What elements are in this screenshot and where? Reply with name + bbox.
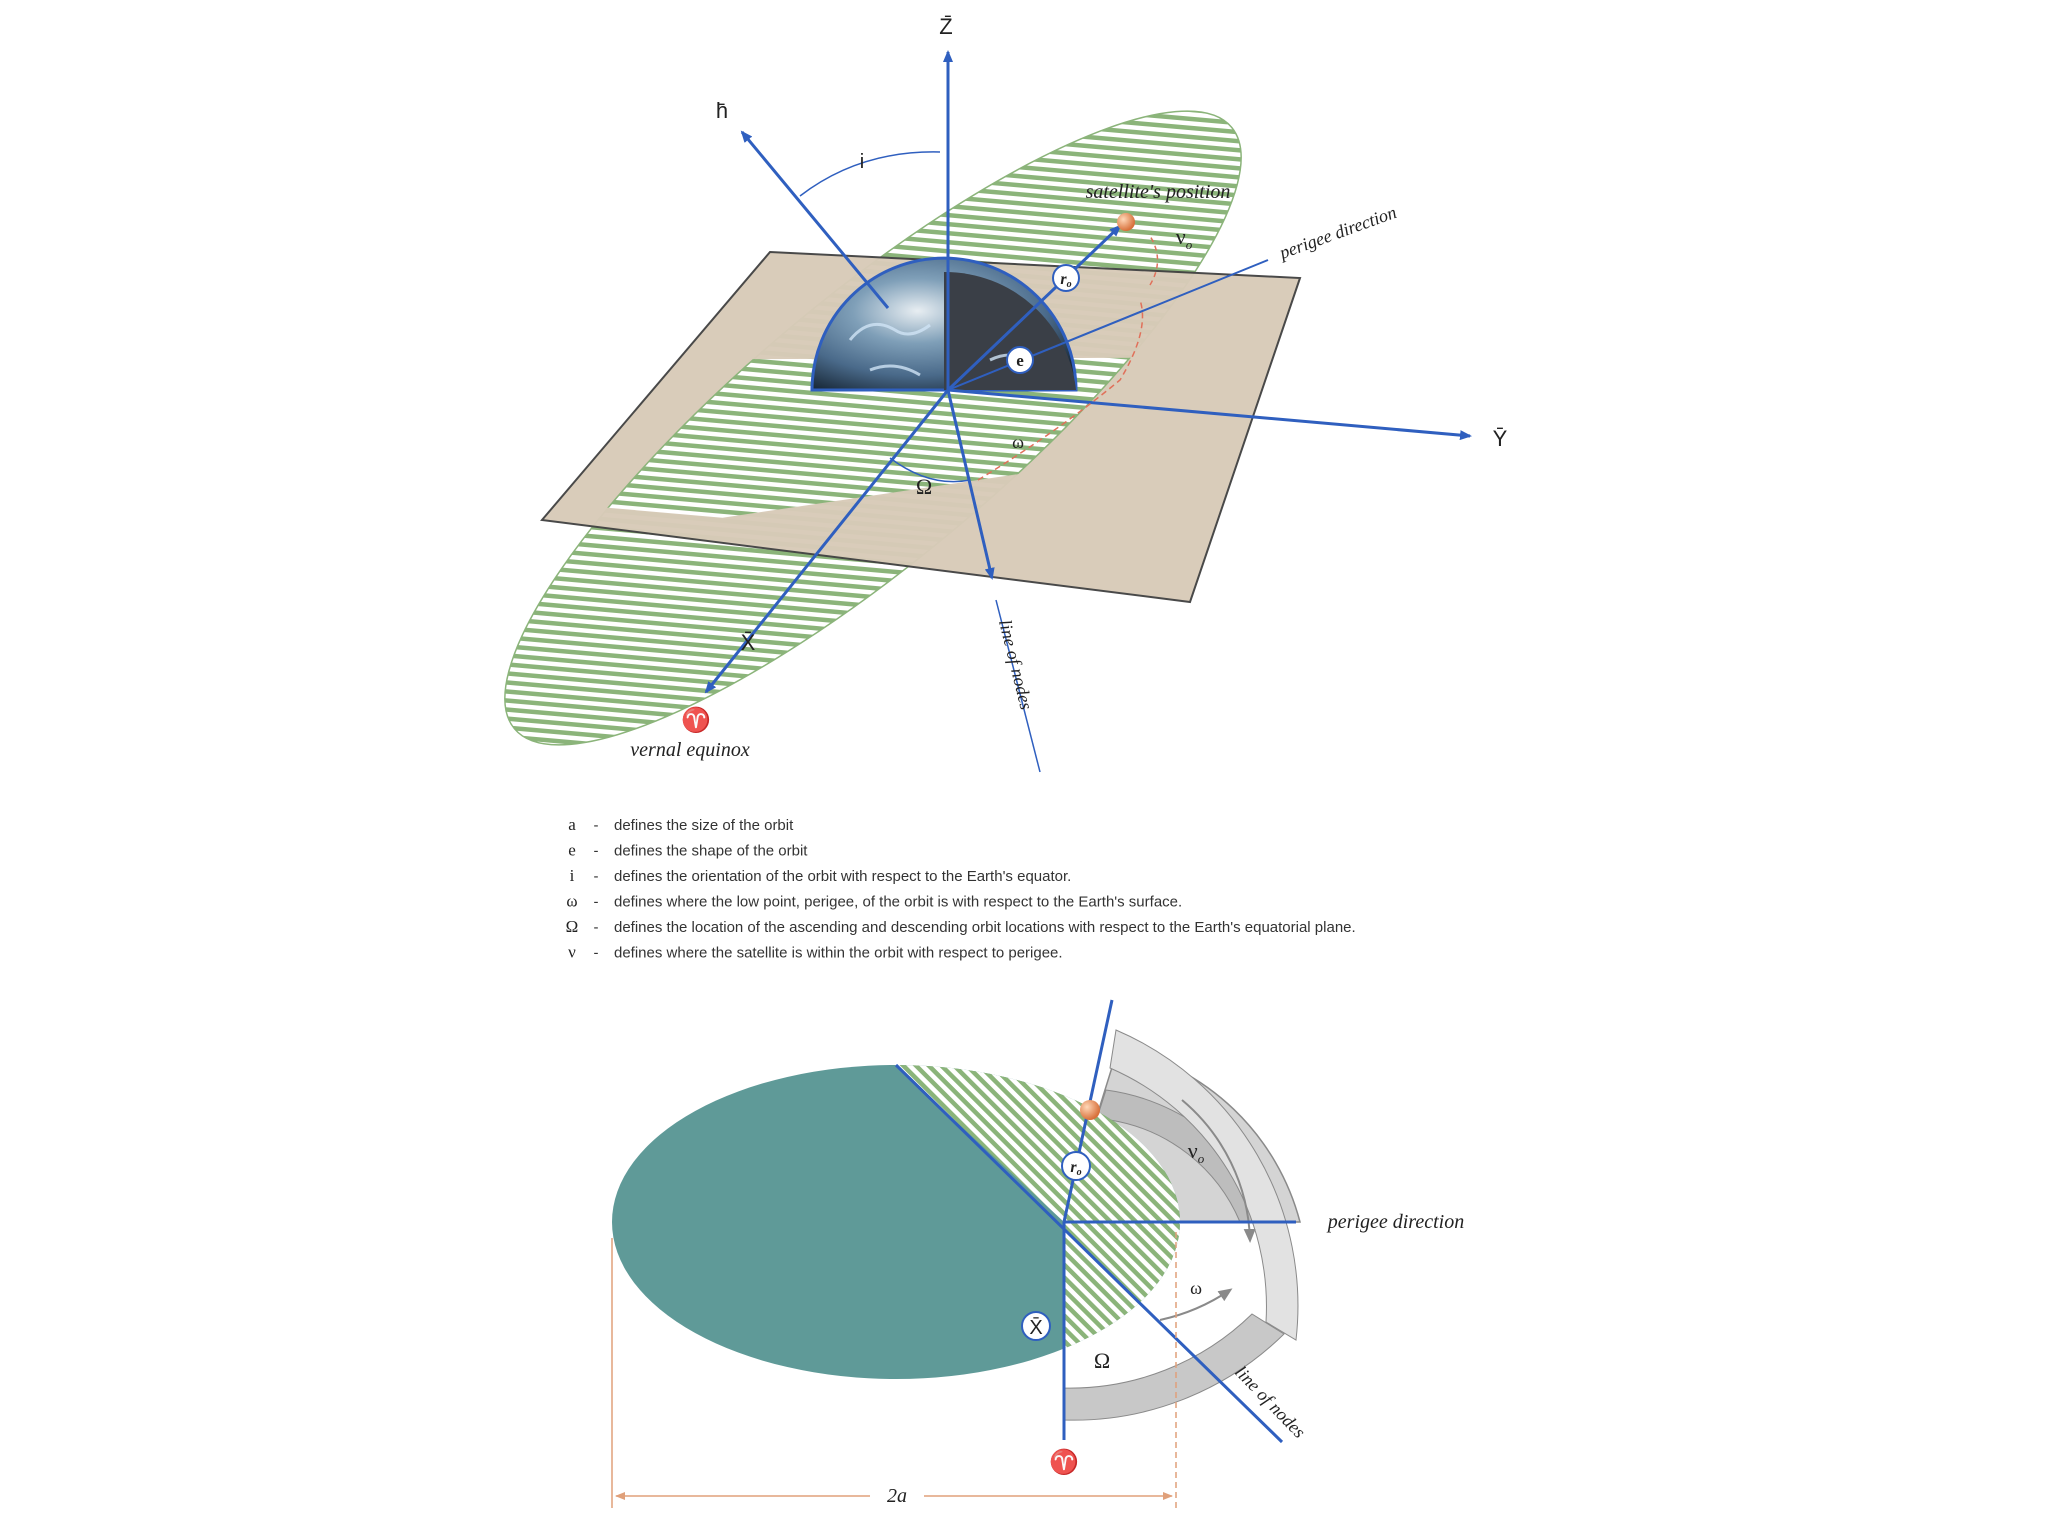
h-axis [740, 130, 890, 309]
legend-dash: - [594, 817, 599, 834]
angle-omega-label: ω [1012, 432, 1024, 452]
legend-symbol: ν [568, 943, 576, 962]
vernal-equinox-label: vernal equinox [630, 739, 750, 761]
y-axis [947, 388, 1472, 441]
ecc-label: e [1016, 351, 1024, 370]
angle-i-arc [799, 151, 941, 197]
angle-Omega-label: Ω [916, 474, 932, 499]
perigee-direction-line [947, 259, 1269, 391]
h-axis-label: h̄ [716, 98, 728, 123]
legend-dash: - [594, 843, 599, 860]
satellite-position-label: satellite's position [1086, 181, 1231, 203]
legend-dash: - [594, 919, 599, 936]
legend-symbol: ω [566, 892, 577, 911]
radius-vector [946, 224, 1122, 392]
legend-text: defines where the low point, perigee, of… [614, 894, 1182, 911]
nodes-line-bottom [894, 1063, 1284, 1444]
perigee-direction-label-bottom: perigee direction [1326, 1211, 1464, 1233]
legend-text: defines the location of the ascending an… [614, 919, 1356, 936]
top-diagram: Z̄ h̄ Ȳ X̄ i ω Ω νo ro e satellite's pos… [504, 14, 1508, 773]
omega-label-bottom: ω [1190, 1278, 1202, 1298]
z-axis-label: Z̄ [939, 14, 952, 39]
outer-band [1109, 1029, 1299, 1341]
legend-row: ω-defines where the low point, perigee, … [566, 892, 1182, 911]
dimension-label: 2a [887, 1485, 907, 1507]
aries-symbol: ♈ [681, 706, 711, 734]
line-of-nodes-label: line of nodes [995, 617, 1037, 711]
true-anomaly-label: νo [1176, 224, 1193, 252]
legend-text: defines the orientation of the orbit wit… [614, 868, 1071, 885]
legend-symbol: Ω [566, 917, 579, 936]
legend-text: defines the size of the orbit [614, 817, 794, 834]
legend-row: a -defines the size of the orbit [568, 815, 794, 834]
legend-symbol: i [570, 866, 575, 885]
legend-row: ν -defines where the satellite is within … [568, 943, 1062, 962]
y-axis-label: Ȳ [1493, 426, 1508, 451]
Omega-label-bottom: Ω [1094, 1348, 1110, 1373]
legend-dash: - [594, 868, 599, 885]
angle-omega-arc [977, 299, 1144, 481]
legend-row: e -defines the shape of the orbit [568, 841, 808, 860]
aries-symbol-bottom: ♈ [1049, 1448, 1079, 1476]
radius-badge-bottom [1061, 1151, 1091, 1181]
line-of-nodes [946, 389, 995, 580]
legend-symbol: a [568, 815, 576, 834]
radius-label-bottom: ro [1070, 1159, 1081, 1178]
orbital-elements-legend: a-defines the size of the orbite-defines… [566, 815, 1356, 962]
legend-row: i -defines the orientation of the orbit w… [570, 866, 1072, 885]
line-of-nodes-extension [995, 599, 1041, 773]
legend-row: Ω-defines the location of the ascending … [566, 917, 1356, 936]
satellite-icon [1117, 213, 1135, 231]
true-anomaly-label-bottom: νo [1188, 1138, 1205, 1166]
ecc-badge [1006, 346, 1034, 374]
x-badge-bottom [1021, 1311, 1051, 1341]
satellite-icon-bottom [1080, 1100, 1100, 1120]
Omega-band [1063, 1222, 1285, 1421]
perigee-direction-label: perigee direction [1275, 202, 1399, 263]
angle-i-label: i [860, 151, 864, 173]
legend-text: defines the shape of the orbit [614, 843, 808, 860]
x-axis [704, 389, 950, 694]
angle-Omega-arc [889, 457, 971, 483]
radius-label: ro [1060, 271, 1071, 290]
legend-text: defines where the satellite is within th… [614, 945, 1063, 962]
angle-nu-arc [1149, 235, 1159, 286]
legend-dash: - [594, 945, 599, 962]
band-arrow-2 [1159, 1288, 1233, 1321]
x-axis-label: X̄ [741, 630, 756, 655]
bottom-diagram: νo ro perigee direction ω Ω X̄ line of n… [611, 999, 1464, 1508]
x-axis-label-bottom: X̄ [1029, 1316, 1042, 1339]
legend-symbol: e [568, 841, 576, 860]
legend-dash: - [594, 894, 599, 911]
radius-badge [1052, 264, 1080, 292]
